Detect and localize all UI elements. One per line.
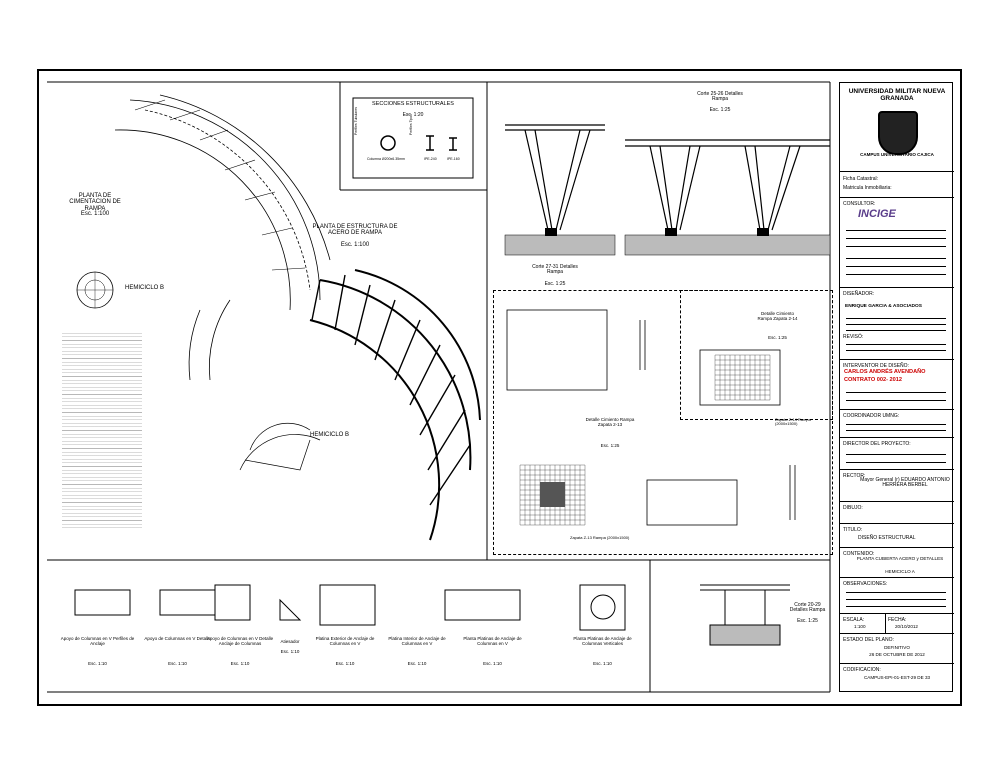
escala-value: 1:100 [854, 624, 866, 629]
escala-label: ESCALA: [843, 617, 865, 623]
detail-title: Apoyo de Columnas en V Detalle [144, 636, 211, 641]
title-block: UNIVERSIDAD MILITAR NUEVA GRANADA CAMPUS… [839, 82, 954, 693]
detalle-zapata-2-13-scale: Esc. 1:25 [600, 443, 620, 448]
columna-label: Columna Ø200x6.35mm [367, 157, 405, 161]
codigo-value: CAMPUS-EPI-01-EST-29 DE 33 [863, 675, 931, 680]
disenador-name: ENRIQUE GARCIA & ASOCIADOS [845, 304, 922, 309]
observaciones-label: OBSERVACIONES: [843, 581, 888, 587]
estado-date: 26 DE OCTUBRE DE 2012 [869, 652, 925, 657]
detail-scale: Esc. 1:10 [168, 661, 187, 666]
detail-scale: Esc. 1:10 [230, 661, 250, 666]
zapata-details-panel [493, 290, 833, 555]
dibujo-section: DIBUJO: [840, 501, 954, 523]
coordinador-label: COORDINADOR UMNG: [843, 413, 900, 419]
zapata-z13-label: Zapata Z-13 Rampa (2000x1500) [570, 535, 630, 540]
detalle-zapata-2-13: Detalle Cimiento Rampa Zapata 2-13 [585, 417, 635, 427]
plan-acero-scale: Esc. 1:100 [340, 242, 370, 248]
rector-label: RECTOR: [843, 473, 866, 479]
detalle-zapata-2-14: Detalle Cimiento Rampa Zapata 2-14 [757, 311, 798, 321]
ipe-240-label: IPE-240 [424, 157, 437, 161]
contenido-section: CONTENIDO: PLANTA CUBIERTA ACERO y DETAL… [840, 547, 954, 577]
interventor-label: INTERVENTOR DE DISEÑO: [843, 363, 909, 369]
secciones-title: SECCIONES ESTRUCTURALES [372, 101, 454, 107]
incige-logo: INCIGE [858, 208, 896, 220]
plan-cimentacion-title: PLANTA DE CIMENTACION DE RAMPA [69, 193, 121, 212]
detail-title: Planta Platinas de Anclaje de Columnas e… [463, 636, 522, 646]
campus-name: CAMPUS UNIVERSITARIO CAJICA [860, 152, 934, 157]
zapata-detail-2-panel [680, 290, 833, 420]
codificacion-section: CODIFICACION: CAMPUS-EPI-01-EST-29 DE 33 [840, 663, 954, 693]
hemiciclo-b-label-1: HEMICICLO B [125, 285, 165, 291]
interventor-name: CARLOS ANDRÉS AVENDAÑO [844, 369, 926, 375]
hemiciclo-b-label-2: HEMICICLO B [310, 432, 350, 438]
matricula-label: Matricula Inmobiliaria: [843, 185, 892, 191]
perfiles-tubulares-label: Perfiles Tubulares [354, 106, 358, 135]
reviso-label: REVISÓ: [843, 334, 864, 340]
contenido-value: PLANTA CUBIERTA ACERO y DETALLES [856, 556, 944, 561]
titulo-label: TITULO: [843, 527, 863, 533]
detail-title: Platina Interior de Anclaje de Columnas … [388, 636, 446, 646]
catastro-section: Ficha Catastral: Matricula Inmobiliaria: [840, 171, 954, 197]
consultor-label: CONSULTOR: [843, 201, 876, 207]
plan-cimentacion-scale: Esc. 1:100 [80, 211, 110, 217]
titulo-value: DISEÑO ESTRUCTURAL [858, 535, 916, 541]
zapata-z14-label: Zapata Z-14 Rampa (2000x1500) [775, 417, 811, 427]
fecha-value: 20/10/2012 [895, 624, 918, 629]
corte-20-29-scale: Esc. 1:25 [797, 618, 818, 624]
interventor-section: INTERVENTOR DE DISEÑO: CARLOS ANDRÉS AVE… [840, 359, 954, 409]
ficha-label: Ficha Catastral: [843, 176, 879, 182]
codificacion-label: CODIFICACION: [843, 667, 881, 673]
fecha-label: FECHA: [888, 617, 907, 623]
detail-scale: Esc. 1:10 [280, 649, 300, 654]
detail-title: Apoyo de Columnas en V Perfiles de Ancla… [60, 636, 135, 646]
university-name: UNIVERSIDAD MILITAR NUEVA GRANADA [848, 88, 946, 102]
ipe-160-label: IPE-160 [447, 157, 460, 161]
dibujo-label: DIBUJO: [843, 505, 863, 511]
detail-scale: Esc. 1:10 [88, 661, 107, 666]
university-seal [878, 111, 918, 155]
director-section: DIRECTOR DEL PROYECTO: [840, 437, 954, 469]
detail-title: Planta Platinas de Anclaje de Columnas V… [573, 636, 632, 646]
notes-block [62, 330, 142, 530]
director-label: DIRECTOR DEL PROYECTO: [843, 441, 911, 447]
estado-label: ESTADO DEL PLANO: [843, 637, 894, 643]
rector-name: Mayor General (r) EDUARDO ANTONIO HERRER… [860, 477, 950, 489]
corte-27-31-scale: Esc. 1:25 [544, 281, 566, 287]
secciones-scale: Esc. 1:20 [402, 112, 424, 118]
titulo-section: TITULO: DISEÑO ESTRUCTURAL [840, 523, 954, 547]
disenador-label: DISEÑADOR: [843, 291, 875, 297]
corte-25-26-scale: Esc. 1:25 [709, 107, 731, 113]
escala-fecha-section: ESCALA: 1:100 FECHA: 20/10/2012 [840, 613, 954, 634]
contenido-hemiciclo: HEMICICLO A [885, 569, 915, 574]
detail-scale: Esc. 1:10 [593, 661, 612, 666]
detail-scale: Esc. 1:10 [483, 661, 502, 666]
coordinador-section: COORDINADOR UMNG: [840, 409, 954, 437]
corte-27-31-title: Corte 27-31 Detalles Rampa [532, 264, 578, 276]
corte-25-26-title: Corte 25-26 Detalles Rampa [697, 91, 743, 103]
plan-acero-title: PLANTA DE ESTRUCTURA DE ACERO DE RAMPA [312, 224, 398, 237]
perfiles-tipo-label: Perfiles Tipo I [409, 113, 413, 135]
observaciones-section: OBSERVACIONES: [840, 577, 954, 613]
detail-scale: Esc. 1:10 [407, 661, 427, 666]
contenido-label: CONTENIDO: [843, 551, 875, 557]
corte-20-29-title: Corte 20-29 Detalles Rampa [789, 602, 826, 614]
estado-value: DEFINITIVO [884, 645, 910, 650]
rector-section: RECTOR: Mayor General (r) EDUARDO ANTONI… [840, 469, 954, 501]
contrato-label: CONTRATO 002- 2012 [844, 377, 902, 383]
consultor-section: CONSULTOR: INCIGE [840, 197, 954, 287]
detail-title: Platina Exterior de Anclaje de Columnas … [315, 636, 375, 646]
drawing-frame [37, 69, 962, 706]
detalle-zapata-2-14-scale: Esc. 1:25 [768, 335, 787, 340]
disenador-section: DISEÑADOR: ENRIQUE GARCIA & ASOCIADOS RE… [840, 287, 954, 359]
detail-title: Atiesador [280, 639, 300, 644]
detail-title: Apoyo de Columnas en V Detalle Anclaje d… [206, 636, 274, 646]
estado-section: ESTADO DEL PLANO: DEFINITIVO 26 DE OCTUB… [840, 633, 954, 663]
detail-scale: Esc. 1:10 [335, 661, 355, 666]
